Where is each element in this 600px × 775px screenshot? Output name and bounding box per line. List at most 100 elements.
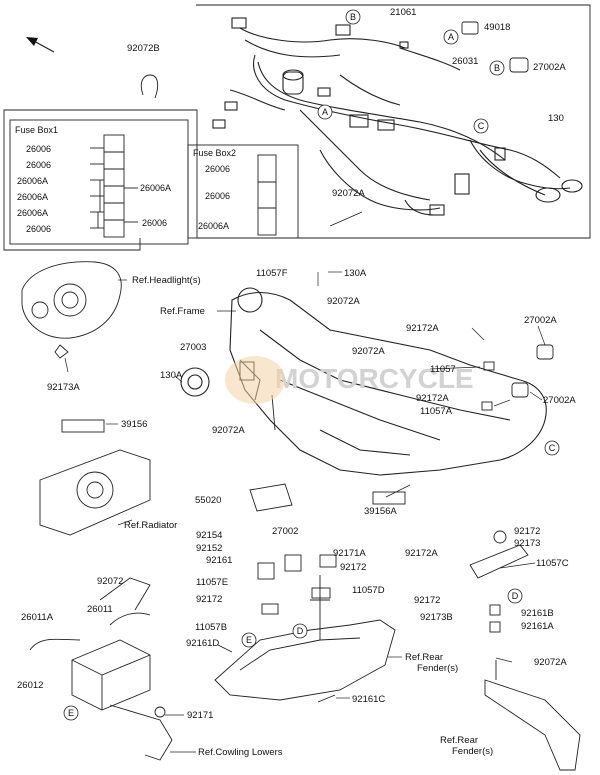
- relay-27002a: [509, 57, 529, 73]
- fuse-box1-graphic: [90, 134, 138, 238]
- part-label: 21061: [390, 7, 417, 18]
- part-label: 92072: [97, 576, 124, 587]
- part-label: 55020: [195, 495, 222, 506]
- part-label: 130A: [160, 370, 183, 381]
- part-label: 92172: [340, 562, 367, 573]
- headlight-drawing: [21, 261, 122, 359]
- part-label: 92152: [196, 543, 223, 554]
- svg-text:C: C: [549, 443, 556, 453]
- fuse-11057: [483, 361, 495, 371]
- ref-label: Fender(s): [417, 663, 459, 674]
- part-label: 26031: [452, 56, 479, 67]
- main-harness-drawing: [212, 17, 583, 216]
- part-label: 92072A: [212, 425, 245, 436]
- watermark-badge: [225, 356, 285, 404]
- fuse-11057a: [481, 401, 493, 411]
- fuse-box1-row: 26006: [26, 224, 52, 234]
- svg-text:E: E: [68, 708, 74, 718]
- callout-e-battery: E: [63, 705, 79, 721]
- fuse-box2-row: 26006A: [198, 221, 230, 231]
- part-label: 26011A: [21, 612, 54, 623]
- fuse-box1-group-a: 26006A: [140, 183, 172, 193]
- part-label: 27002A: [533, 62, 566, 73]
- part-label: 92072A: [332, 188, 365, 199]
- leader-lines: [64, 271, 546, 753]
- callout-b-right: B: [489, 60, 505, 76]
- connector-49018: [461, 21, 479, 35]
- fuse-box1-row: 26006A: [17, 208, 49, 218]
- fuse-box1-row: 26006A: [17, 192, 49, 202]
- part-label: 39156A: [364, 506, 397, 517]
- part-label: 39156: [121, 419, 148, 430]
- part-label: 92171A: [333, 548, 366, 559]
- part-label: 92154: [196, 530, 223, 541]
- ref-label: Ref.Frame: [160, 306, 205, 317]
- ref-label: Ref.Rear: [440, 735, 479, 746]
- rear-bracket-drawing: [469, 530, 581, 771]
- part-label: 92172: [514, 526, 541, 537]
- ref-label: Ref.Headlight(s): [132, 275, 201, 286]
- part-label: 49018: [484, 22, 511, 33]
- part-label: 92172: [414, 595, 441, 606]
- callout-c-top: C: [473, 118, 489, 134]
- callout-a-mid: A: [317, 104, 333, 120]
- part-label: 27002A: [543, 395, 576, 406]
- clip-92072b: [140, 74, 159, 99]
- svg-text:E: E: [246, 635, 252, 645]
- fuse-box1-row: 26006: [26, 160, 52, 170]
- ref-label: Ref.Rear: [405, 652, 444, 663]
- fuse-box1-group-b: 26006: [142, 218, 168, 228]
- fuse-box2-frame: [187, 144, 299, 239]
- cowling-bracket: [109, 704, 173, 761]
- part-label: 92173: [514, 538, 541, 549]
- part-label: 11057: [430, 364, 456, 375]
- callout-c-frame: C: [544, 440, 560, 456]
- svg-text:D: D: [297, 626, 304, 636]
- callout-d-lower: D: [292, 623, 308, 639]
- part-label: 92161B: [521, 608, 554, 619]
- fuse-box1-title: Fuse Box1: [15, 125, 59, 135]
- svg-text:A: A: [448, 32, 454, 42]
- sheet-55020: [249, 483, 293, 512]
- part-label: 11057F: [256, 268, 288, 279]
- part-label: 92173A: [47, 382, 80, 393]
- part-label: 92173B: [420, 612, 453, 623]
- callout-b-top: B: [345, 9, 361, 25]
- svg-text:D: D: [512, 591, 519, 601]
- part-label: 27002: [272, 526, 299, 537]
- fuse-box1-row: 26006: [26, 144, 52, 154]
- part-label: 11057A: [420, 406, 453, 417]
- fuse-box1-row: 26006A: [17, 176, 49, 186]
- part-label: 92072A: [534, 657, 567, 668]
- svg-text:C: C: [478, 121, 485, 131]
- part-label: 26011: [87, 604, 113, 615]
- part-label: 92072B: [127, 43, 160, 54]
- svg-text:B: B: [494, 63, 500, 73]
- part-label: 92171: [187, 710, 214, 721]
- relay-27002a-right2: [511, 382, 529, 398]
- part-label: 92072A: [352, 346, 385, 357]
- sheet-39156a: [372, 491, 406, 505]
- part-label: 92161A: [521, 621, 554, 632]
- part-label: 11057D: [352, 585, 385, 596]
- svg-text:A: A: [322, 107, 328, 117]
- ref-label: Fender(s): [452, 746, 494, 757]
- part-label: 130A: [344, 268, 367, 279]
- fuse-box2-row: 26006: [205, 164, 231, 174]
- part-label: 27002A: [524, 315, 557, 326]
- ref-label: Ref.Radiator: [124, 520, 178, 531]
- front-direction-arrow-icon: [26, 37, 55, 53]
- svg-text:B: B: [350, 12, 356, 22]
- part-label: 92072A: [327, 296, 360, 307]
- part-label: 11057E: [196, 577, 229, 588]
- part-label: 26012: [17, 680, 44, 691]
- battery-drawing: [29, 577, 151, 711]
- ref-label: Ref.Cowling Lowers: [198, 747, 283, 758]
- fuse-box2-title: Fuse Box2: [193, 148, 237, 158]
- part-label: 11057C: [536, 558, 569, 569]
- fuse-box2-graphic: [257, 154, 277, 236]
- tie-92072a: [329, 211, 363, 227]
- radiator-drawing: [39, 419, 151, 536]
- part-label: 92161D: [186, 638, 220, 649]
